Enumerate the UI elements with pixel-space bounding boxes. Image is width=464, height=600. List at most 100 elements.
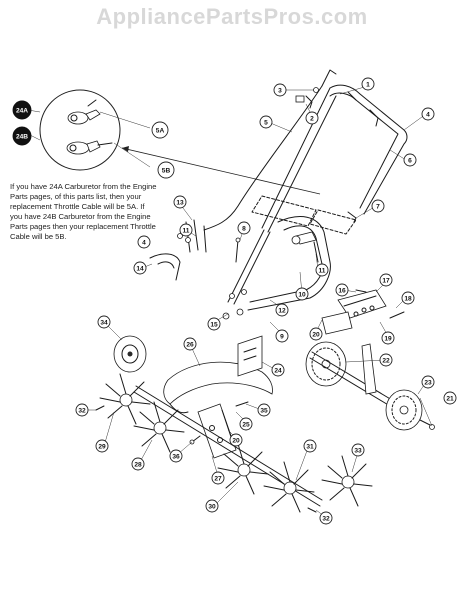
callout-32-lower: 32 (319, 511, 333, 525)
wheel-assembly (305, 289, 435, 431)
callout-14: 14 (133, 261, 147, 275)
svg-text:6: 6 (408, 158, 412, 165)
callout-24a: 24A (12, 100, 32, 120)
callout-23: 23 (421, 375, 435, 389)
callout-17: 17 (379, 273, 393, 287)
svg-text:32: 32 (78, 408, 86, 415)
callout-32-left: 32 (75, 403, 89, 417)
callout-22: 22 (379, 353, 393, 367)
callout-24b: 24B (12, 126, 32, 146)
callout-35: 35 (257, 403, 271, 417)
svg-text:24: 24 (274, 368, 282, 375)
carburetor-note: If you have 24A Carburetor from the Engi… (10, 182, 157, 241)
svg-text:8: 8 (242, 226, 246, 233)
svg-text:5B: 5B (162, 168, 171, 175)
svg-text:24B: 24B (16, 134, 28, 141)
svg-text:36: 36 (172, 454, 180, 461)
tine-left-outer (99, 373, 151, 425)
front-wheel (113, 335, 147, 373)
callout-20-lower: 20 (229, 433, 243, 447)
carburetor-24a-part (67, 99, 101, 125)
svg-text:11: 11 (319, 268, 326, 275)
callout-21: 21 (443, 391, 457, 405)
svg-text:20: 20 (312, 332, 320, 339)
tine-left-inner (133, 401, 185, 453)
callout-5a: 5A (151, 121, 169, 139)
svg-text:35: 35 (260, 408, 268, 415)
callout-30: 30 (205, 499, 219, 513)
svg-text:19: 19 (384, 336, 392, 343)
svg-text:5A: 5A (156, 128, 165, 135)
callout-4-left: 4 (137, 235, 151, 249)
callout-19: 19 (381, 331, 395, 345)
svg-text:17: 17 (382, 278, 390, 285)
svg-text:23: 23 (424, 380, 432, 387)
arrow-head (122, 146, 129, 152)
svg-text:29: 29 (98, 444, 106, 451)
clip-left (95, 405, 105, 411)
svg-text:1: 1 (366, 82, 370, 89)
tine-right-outer (321, 455, 373, 507)
callout-12: 12 (275, 303, 289, 317)
callout-9: 9 (275, 329, 289, 343)
svg-text:28: 28 (134, 462, 142, 469)
svg-text:9: 9 (280, 334, 284, 341)
tine-right-center (263, 461, 315, 513)
svg-text:16: 16 (338, 288, 346, 295)
svg-text:24A: 24A (16, 108, 28, 115)
callout-13: 13 (173, 195, 187, 209)
svg-text:21: 21 (446, 396, 454, 403)
svg-text:20: 20 (232, 438, 240, 445)
callout-16: 16 (335, 283, 349, 297)
svg-text:3: 3 (278, 88, 282, 95)
callout-5b: 5B (157, 161, 175, 179)
callout-33: 33 (351, 443, 365, 457)
callout-1: 1 (361, 77, 375, 91)
callout-7: 7 (371, 199, 385, 213)
callout-28: 28 (131, 457, 145, 471)
svg-text:2: 2 (310, 116, 314, 123)
handle-assembly (149, 69, 408, 320)
callout-18: 18 (401, 291, 415, 305)
tine-right-inner (217, 443, 269, 495)
svg-text:33: 33 (354, 448, 362, 455)
svg-text:14: 14 (136, 266, 144, 273)
svg-text:27: 27 (214, 476, 222, 483)
svg-text:10: 10 (298, 292, 306, 299)
callout-15: 15 (207, 317, 221, 331)
callout-20-right: 20 (309, 327, 323, 341)
callout-31: 31 (303, 439, 317, 453)
callout-4-right: 4 (421, 107, 435, 121)
svg-text:15: 15 (210, 322, 218, 329)
svg-text:30: 30 (208, 504, 216, 511)
callout-8: 8 (237, 221, 251, 235)
svg-text:11: 11 (183, 228, 190, 235)
callout-36: 36 (169, 449, 183, 463)
svg-text:5: 5 (264, 120, 268, 127)
svg-text:18: 18 (404, 296, 412, 303)
svg-text:22: 22 (382, 358, 390, 365)
callout-29: 29 (95, 439, 109, 453)
clip-lower (307, 507, 317, 513)
svg-text:12: 12 (278, 308, 286, 315)
callout-6: 6 (403, 153, 417, 167)
callout-24: 24 (271, 363, 285, 377)
svg-text:13: 13 (176, 200, 184, 207)
svg-text:4: 4 (426, 112, 430, 119)
svg-text:34: 34 (100, 320, 108, 327)
svg-text:26: 26 (186, 342, 194, 349)
callout-26: 26 (183, 337, 197, 351)
carburetor-24b-part (66, 140, 113, 155)
callout-5: 5 (259, 115, 273, 129)
watermark: AppliancePartsPros.com (96, 4, 368, 29)
tine-shield-assembly (133, 335, 323, 507)
callout-3: 3 (273, 83, 287, 97)
callout-27: 27 (211, 471, 225, 485)
svg-text:25: 25 (242, 422, 250, 429)
svg-text:31: 31 (306, 444, 314, 451)
callout-11-right: 11 (315, 263, 329, 277)
callout-10: 10 (295, 287, 309, 301)
carburetor-inset (27, 89, 151, 171)
svg-text:7: 7 (376, 204, 380, 211)
